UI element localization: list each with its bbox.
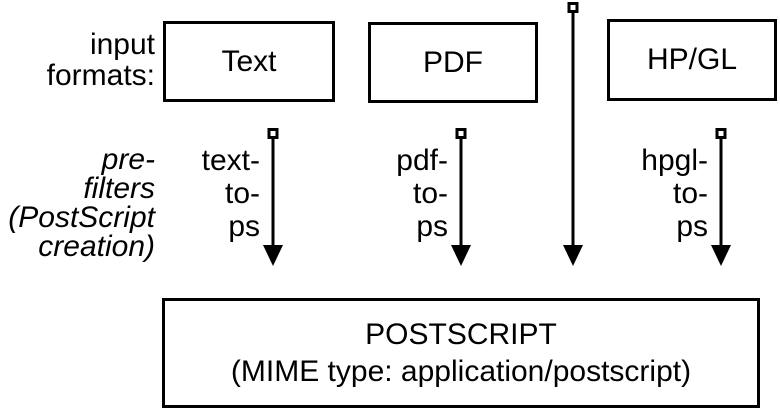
filter-label-hpgl-to-ps: hpgl- to- ps [641, 144, 708, 243]
arrow-shaft [571, 12, 575, 252]
postscript-subtitle: (MIME type: application/postscript) [230, 355, 692, 388]
arrow-shaft [459, 138, 463, 252]
postscript-box: POSTSCRIPT (MIME type: application/posts… [162, 298, 760, 408]
arrow-pdf-to-ps [450, 128, 472, 266]
arrowhead-icon [451, 245, 471, 266]
arrowhead-icon [263, 245, 283, 266]
arrowhead-icon [563, 245, 583, 266]
prefilters-label: pre- filters (PostScript creation) [8, 143, 155, 263]
filter-label-pdf-to-ps: pdf- to- ps [396, 144, 448, 243]
arrow-start-handle-icon [267, 128, 279, 139]
arrow-shaft [271, 138, 275, 252]
arrow-text-to-ps [262, 128, 284, 266]
input-box-text: Text [163, 21, 335, 102]
arrow-direct-postscript-input [562, 2, 584, 266]
arrow-hpgl-to-ps [710, 128, 732, 266]
arrow-start-handle-icon [567, 2, 579, 13]
arrow-start-handle-icon [715, 128, 727, 139]
input-box-pdf-label: PDF [423, 45, 483, 79]
input-box-hpgl: HP/GL [607, 19, 777, 101]
input-box-hpgl-label: HP/GL [646, 43, 738, 76]
input-formats-label: input formats: [46, 28, 155, 92]
input-box-pdf: PDF [368, 22, 538, 103]
input-box-text-label: Text [221, 44, 277, 78]
filter-label-text-to-ps: text- to- ps [201, 144, 260, 243]
postscript-title: POSTSCRIPT [365, 318, 557, 351]
arrow-shaft [719, 138, 723, 252]
arrowhead-icon [711, 245, 731, 266]
arrow-start-handle-icon [455, 128, 467, 139]
